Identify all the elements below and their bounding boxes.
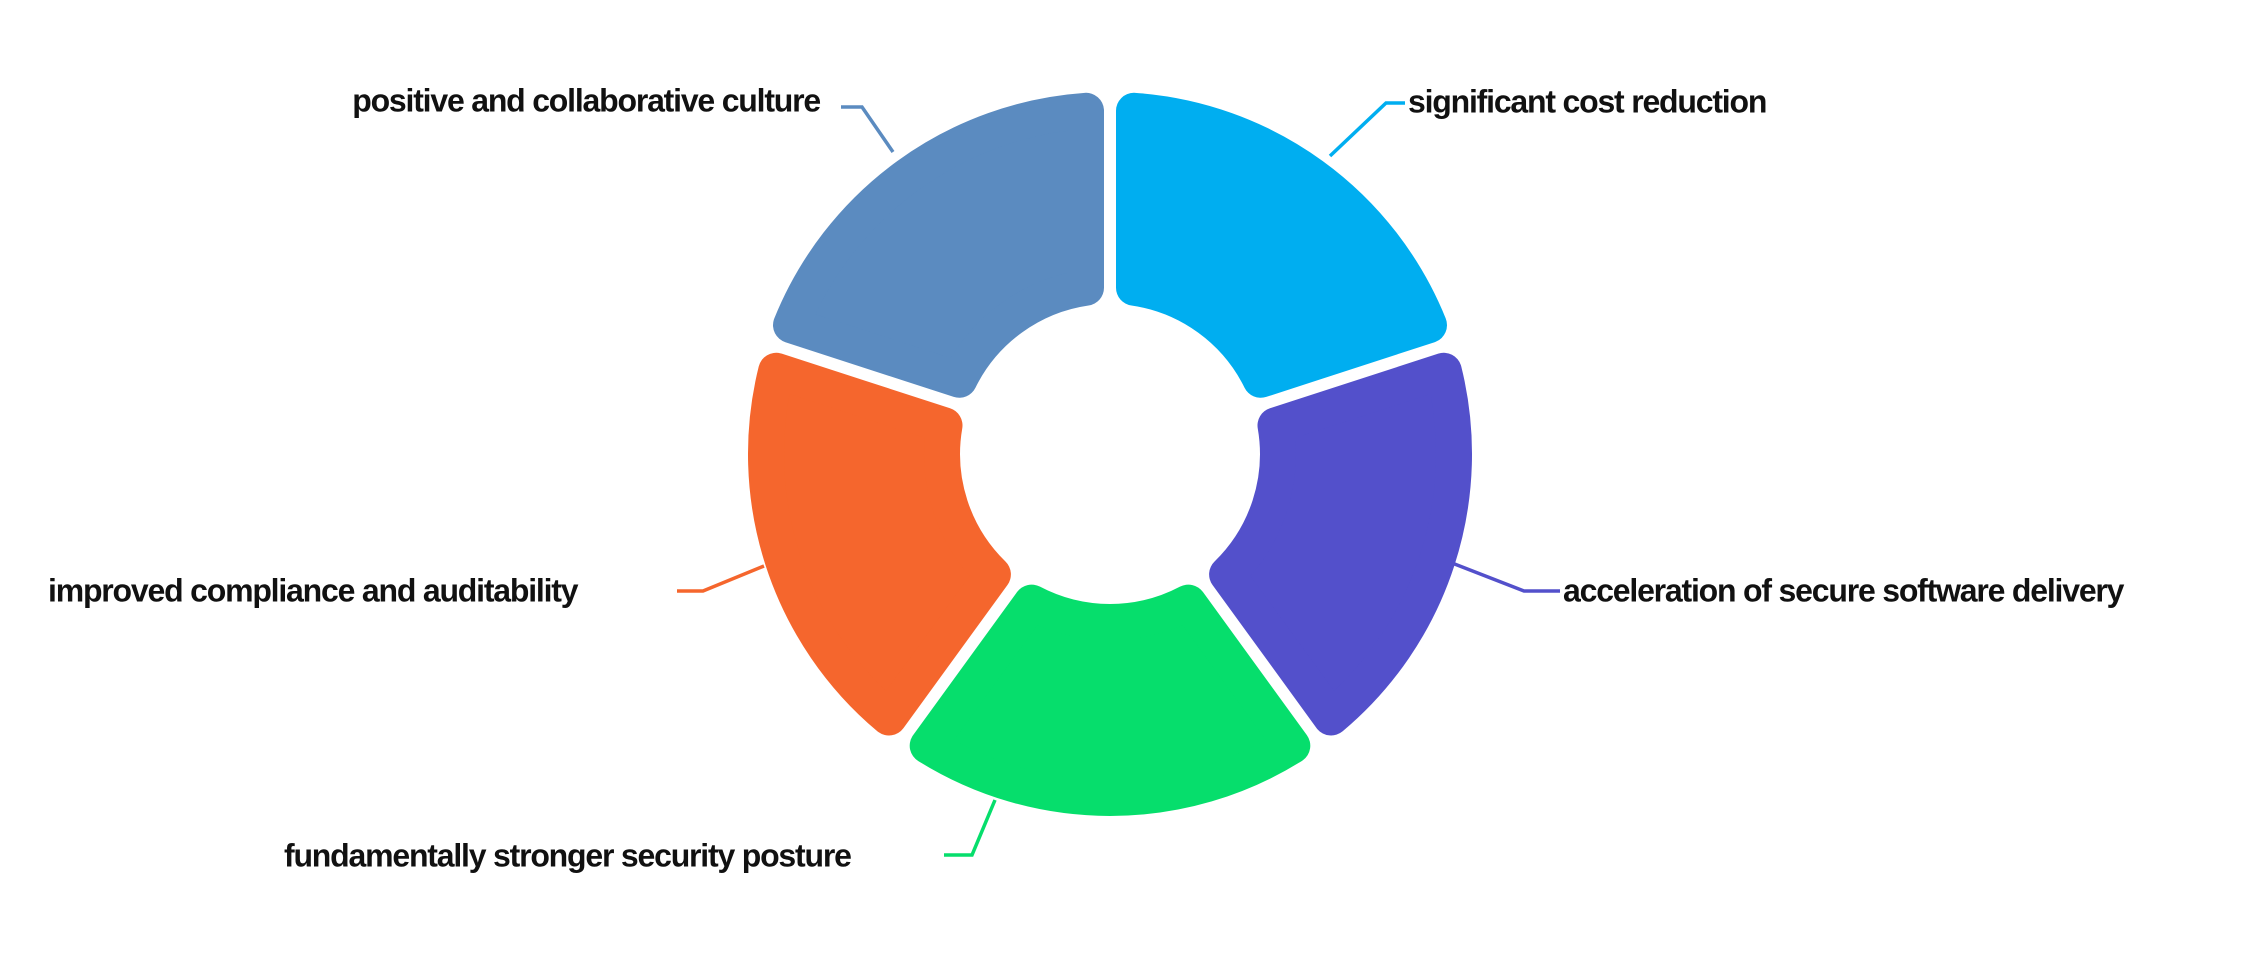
- segment-positive-and-collaborative-culture: [773, 92, 1104, 398]
- segment-significant-cost-reduction: [1116, 92, 1447, 398]
- leader-line-fundamentally-stronger-security-posture: [944, 799, 997, 857]
- segment-fundamentally-stronger-security-posture: [909, 584, 1311, 816]
- leader-line-significant-cost-reduction: [1328, 101, 1405, 158]
- label-positive-and-collaborative-culture: positive and collaborative culture: [352, 82, 821, 119]
- leader-line-improved-compliance-and-auditability: [677, 564, 765, 593]
- label-significant-cost-reduction: significant cost reduction: [1408, 83, 1767, 120]
- leader-line-acceleration-of-secure-software-delivery: [1451, 561, 1560, 593]
- segment-acceleration-of-secure-software-delivery: [1209, 352, 1472, 736]
- leader-line-positive-and-collaborative-culture: [841, 105, 895, 153]
- label-acceleration-of-secure-software-delivery: acceleration of secure software delivery: [1563, 572, 2124, 609]
- label-improved-compliance-and-auditability: improved compliance and auditability: [48, 572, 579, 609]
- segment-improved-compliance-and-auditability: [748, 352, 1011, 736]
- label-fundamentally-stronger-security-posture: fundamentally stronger security posture: [284, 837, 852, 874]
